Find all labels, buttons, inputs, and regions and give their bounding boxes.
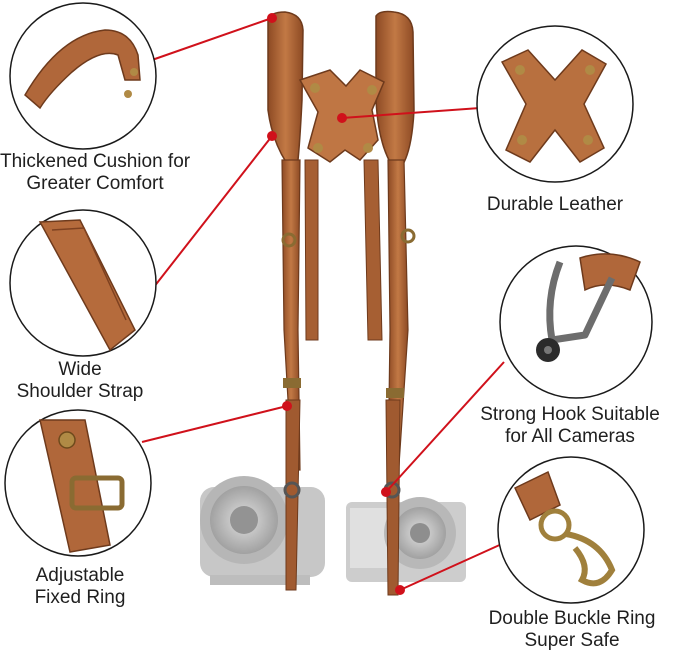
label-wide-shoulder-strap: Wide Shoulder Strap	[16, 359, 144, 402]
shoulder-strap-detail-icon	[38, 219, 136, 352]
harness	[267, 10, 416, 596]
left-camera	[200, 476, 325, 585]
left-lower-strap	[285, 399, 301, 591]
carabiner-hook-detail-icon	[536, 253, 641, 362]
ring-detail-circle	[4, 409, 152, 557]
label-durable-leather: Durable Leather	[486, 194, 624, 215]
cushion-detail-circle	[9, 2, 157, 150]
buckle-detail-circle	[497, 456, 645, 604]
right-camera	[346, 497, 466, 582]
leather-detail-circle	[476, 25, 634, 183]
hook-detail-circle	[499, 245, 653, 399]
right-inner-strap	[363, 159, 383, 341]
adjustable-buckle-detail-icon	[39, 419, 125, 553]
label-double-buckle: Double Buckle Ring Super Safe	[488, 608, 656, 651]
x-back-leather-detail-icon	[500, 49, 608, 163]
swivel-clasp-detail-icon	[514, 470, 616, 587]
leather-cushion-detail-icon	[24, 29, 141, 110]
label-adjustable-fixed-ring: Adjustable Fixed Ring	[34, 565, 126, 608]
shoulder-detail-circle	[9, 209, 157, 357]
label-strong-hook: Strong Hook Suitable for All Cameras	[480, 404, 660, 447]
left-shoulder-pad	[267, 11, 304, 163]
left-inner-strap	[304, 159, 319, 341]
pointer-lines	[141, 13, 505, 595]
right-shoulder-pad	[375, 10, 415, 167]
label-thickened-cushion: Thickened Cushion for Greater Comfort	[0, 151, 191, 194]
